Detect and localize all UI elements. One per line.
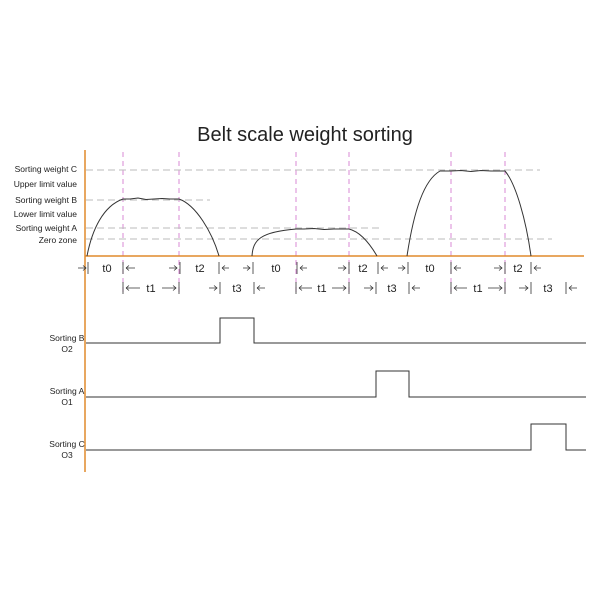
t1-label: t1 <box>473 283 482 295</box>
label-sorting-weight-a: Sorting weight A <box>16 223 78 233</box>
weight-curve-3 <box>406 169 532 257</box>
label-lower-limit: Lower limit value <box>14 209 78 219</box>
output-a-port: O1 <box>61 397 73 407</box>
dim-t3-3 <box>519 282 577 294</box>
dim-t2-3 <box>494 262 541 274</box>
dim-t3-2 <box>364 282 420 294</box>
axes <box>84 150 584 472</box>
label-sorting-weight-b: Sorting weight B <box>15 195 77 205</box>
dim-t0-2 <box>243 262 307 274</box>
dim-t2-1 <box>169 262 229 274</box>
timing-dimensions <box>78 262 577 294</box>
dim-t3-1 <box>209 282 265 294</box>
output-a-name: Sorting A <box>50 386 85 396</box>
t0-label: t0 <box>425 263 434 275</box>
t2-label: t2 <box>513 263 522 275</box>
t3-label: t3 <box>387 283 396 295</box>
signal-sorting-c <box>86 423 586 451</box>
weight-curves <box>86 169 532 257</box>
output-b-port: O2 <box>61 344 73 354</box>
label-zero-zone: Zero zone <box>39 235 78 245</box>
t2-label: t2 <box>195 263 204 275</box>
t3-label: t3 <box>543 283 552 295</box>
signal-sorting-a <box>86 370 586 398</box>
level-guides <box>86 169 552 240</box>
label-upper-limit: Upper limit value <box>14 179 78 189</box>
t0-label: t0 <box>271 263 280 275</box>
signal-sorting-b <box>86 317 586 344</box>
t3-label: t3 <box>232 283 241 295</box>
dim-t2-2 <box>338 262 388 274</box>
output-c-name: Sorting C <box>49 439 84 449</box>
output-c-port: O3 <box>61 450 73 460</box>
dim-t1-1 <box>122 282 180 294</box>
t1-label: t1 <box>317 283 326 295</box>
t0-label: t0 <box>102 263 111 275</box>
dim-t0-1 <box>78 262 135 274</box>
t1-label: t1 <box>146 283 155 295</box>
output-signals <box>86 317 586 451</box>
label-sorting-weight-c: Sorting weight C <box>15 164 77 174</box>
weight-curve-1 <box>86 197 220 257</box>
dim-t0-3 <box>398 262 461 274</box>
diagram-title: Belt scale weight sorting <box>197 124 413 146</box>
weight-curve-2 <box>251 227 378 257</box>
dim-t1-2 <box>295 282 350 294</box>
t2-label: t2 <box>358 263 367 275</box>
output-b-name: Sorting B <box>50 333 85 343</box>
dim-t1-3 <box>450 282 506 294</box>
